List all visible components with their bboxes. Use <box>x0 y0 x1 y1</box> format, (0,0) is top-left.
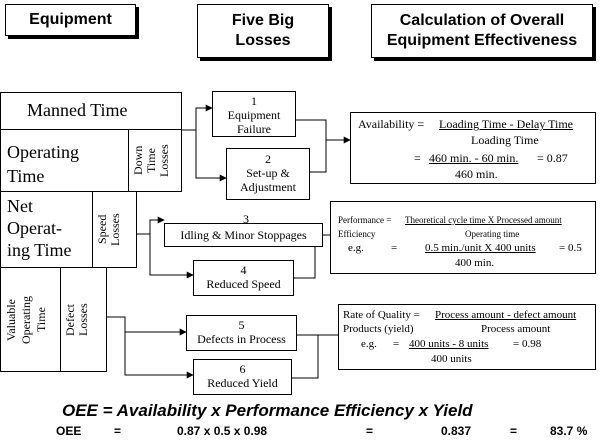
loss-3-line1: Idling & Minor Stoppages <box>180 228 307 242</box>
performance-example-denominator: 400 min. <box>455 257 495 269</box>
availability-example-result: = 0.87 <box>537 151 568 165</box>
header-calc-line1: Calculation of Overall <box>399 12 565 29</box>
header-equipment: Equipment <box>5 4 136 36</box>
availability-label: Availability = <box>358 117 425 131</box>
performance-label2: Efficiency <box>338 229 376 239</box>
header-losses-line1: Five Big <box>231 12 295 29</box>
net-operating-label-1: Net <box>7 196 33 216</box>
performance-numerator: Theoretical cycle time X Processed amoun… <box>405 215 562 225</box>
connector-down-time <box>182 104 213 131</box>
down-time-losses-label: Down Time Losses <box>131 144 171 177</box>
oee-row-label: OEE <box>56 424 82 438</box>
quality-numerator: Process amount - defect amount <box>435 309 577 321</box>
connector-speed-2 <box>149 234 194 279</box>
defect-losses-cell: Defect Losses <box>60 267 107 372</box>
oee-row-eq1: = <box>114 424 122 438</box>
manned-time-block: Manned Time <box>0 92 182 130</box>
oee-row-value: 0.837 <box>441 424 472 438</box>
loss-1-line2: Failure <box>237 122 271 136</box>
quality-formula-box: Rate of Quality = Process amount - defec… <box>338 304 596 370</box>
net-operating-label-2: Operat- <box>7 218 62 238</box>
header-five-big-losses: Five Big Losses <box>197 4 329 58</box>
connector-speed <box>137 216 165 235</box>
defect-losses-label: Defect Losses <box>63 303 90 337</box>
loss-6-number: 6 <box>239 362 246 376</box>
loss-2-line2: Adjustment <box>240 180 296 194</box>
oee-row-percent: 83.7 % <box>550 424 588 438</box>
quality-label2: Products (yield) <box>343 323 414 335</box>
performance-formula-box: Performance = Theoretical cycle time X P… <box>330 201 596 274</box>
loss-5-line1: Defects in Process <box>197 332 286 346</box>
loss-6-line1: Reduced Yield <box>207 376 278 390</box>
connector-loss2-availability <box>310 140 327 173</box>
loss-3-idling-minor-stoppages: Idling & Minor Stoppages <box>164 223 323 247</box>
loss-3-number: 3 <box>243 212 249 226</box>
performance-denominator: Operating time <box>465 229 520 239</box>
oee-row-eq3: = <box>510 424 518 438</box>
oee-row-eq2: = <box>366 424 374 438</box>
oee-formula: OEE = Availability x Performance Efficie… <box>62 401 473 420</box>
connector-defect <box>107 316 187 336</box>
connector-loss6-quality <box>292 335 319 379</box>
down-time-losses-cell: Down Time Losses <box>128 129 182 192</box>
operating-time-label-2: Time <box>7 166 45 186</box>
performance-eq: = <box>391 242 398 254</box>
loss-1-equipment-failure: 1 Equipment Failure <box>212 91 296 137</box>
loss-4-reduced-speed: 4 Reduced Speed <box>193 260 294 296</box>
quality-example-result: = 0.98 <box>513 338 542 350</box>
loss-5-defects-in-process: 5 Defects in Process <box>186 315 297 351</box>
quality-eq: = <box>393 338 400 350</box>
loss-2-line1: Set-up & <box>246 166 290 180</box>
connector-down-time-2 <box>195 130 227 182</box>
loss-1-line1: Equipment <box>227 108 281 122</box>
header-equipment-text: Equipment <box>29 11 112 28</box>
availability-eq: = <box>414 151 421 165</box>
header-calc-line2: Equipment Effectiveness <box>386 32 578 49</box>
loss-4-line1: Reduced Speed <box>206 277 281 291</box>
quality-denominator: Process amount <box>481 323 551 335</box>
performance-eg: e.g. <box>348 242 364 254</box>
loss-5-number: 5 <box>238 318 245 332</box>
availability-formula-box: Availability = Loading Time - Delay Time… <box>350 112 596 184</box>
availability-example-numerator: 460 min. - 60 min. <box>429 151 519 165</box>
quality-label: Rate of Quality = <box>343 309 420 321</box>
speed-losses-label: Speed Losses <box>95 213 122 246</box>
speed-losses-cell: Speed Losses <box>92 191 137 268</box>
loss-6-reduced-yield: 6 Reduced Yield <box>193 359 292 395</box>
performance-label: Performance = <box>338 215 392 225</box>
net-operating-label-3: ing Time <box>7 240 72 260</box>
availability-example-denominator: 460 min. <box>455 167 498 181</box>
operating-time-label-1: Operating <box>7 142 79 162</box>
availability-denominator: Loading Time <box>471 133 539 147</box>
oee-row-product: 0.87 x 0.5 x 0.98 <box>177 424 268 438</box>
quality-eg: e.g. <box>361 338 377 350</box>
quality-example-denominator: 400 units <box>431 353 472 365</box>
loss-2-setup-adjustment: 2 Set-up & Adjustment <box>226 148 310 200</box>
connector-loss1-availability <box>296 119 351 144</box>
performance-example-result: = 0.5 <box>559 242 582 254</box>
header-losses-line2: Losses <box>235 32 291 49</box>
valuable-operating-label: Valuable Operating Time <box>4 296 48 344</box>
loss-4-number: 4 <box>240 263 247 277</box>
connector-defect-2 <box>124 332 194 379</box>
quality-example-numerator: 400 units - 8 units <box>409 338 489 350</box>
manned-time-label: Manned Time <box>27 100 128 120</box>
loss-1-number: 1 <box>251 94 257 108</box>
performance-example-numerator: 0.5 min./unit X 400 units <box>425 242 536 254</box>
header-oee-calculation: Calculation of Overall Equipment Effecti… <box>371 4 593 58</box>
loss-2-number: 2 <box>265 152 271 166</box>
availability-numerator: Loading Time - Delay Time <box>439 117 574 131</box>
connector-loss4-performance <box>294 235 316 279</box>
